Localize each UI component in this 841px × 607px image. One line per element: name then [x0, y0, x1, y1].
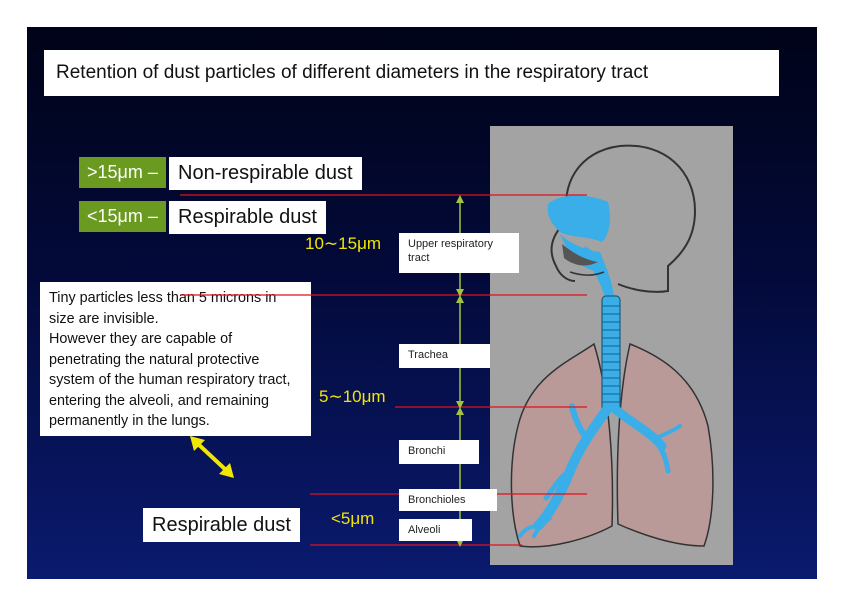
region-trachea: Trachea — [399, 344, 490, 368]
note-line-2: However they are capable of penetrating … — [49, 331, 291, 429]
corner-dot — [0, 543, 22, 565]
non-respirable-label: Non-respirable dust — [169, 157, 362, 190]
respirable-label-top: Respirable dust — [169, 201, 326, 234]
size-tag-lt15: <15μm – — [79, 201, 166, 232]
respirable-label-bottom: Respirable dust — [143, 508, 300, 542]
slide: Retention of dust particles of different… — [27, 27, 817, 579]
region-upper-respiratory: Upper respiratory tract — [399, 233, 519, 273]
page-title: Retention of dust particles of different… — [56, 62, 649, 83]
range-5-10: 5∼10μm — [319, 387, 386, 406]
respiratory-anatomy-illustration — [490, 126, 733, 565]
region-bronchi: Bronchi — [399, 440, 479, 464]
region-alveoli: Alveoli — [399, 519, 472, 541]
range-10-15: 10∼15μm — [305, 234, 382, 253]
guide-lines — [180, 194, 587, 547]
info-note: Tiny particles less than 5 microns in si… — [40, 282, 311, 436]
double-arrow-icon — [190, 436, 234, 478]
region-bronchioles: Bronchioles — [399, 489, 497, 511]
title-box: Retention of dust particles of different… — [44, 50, 779, 96]
note-line-1: Tiny particles less than 5 microns in si… — [49, 290, 277, 327]
size-tag-gt15: >15μm – — [79, 157, 166, 188]
range-lt5: <5μm — [331, 509, 375, 528]
